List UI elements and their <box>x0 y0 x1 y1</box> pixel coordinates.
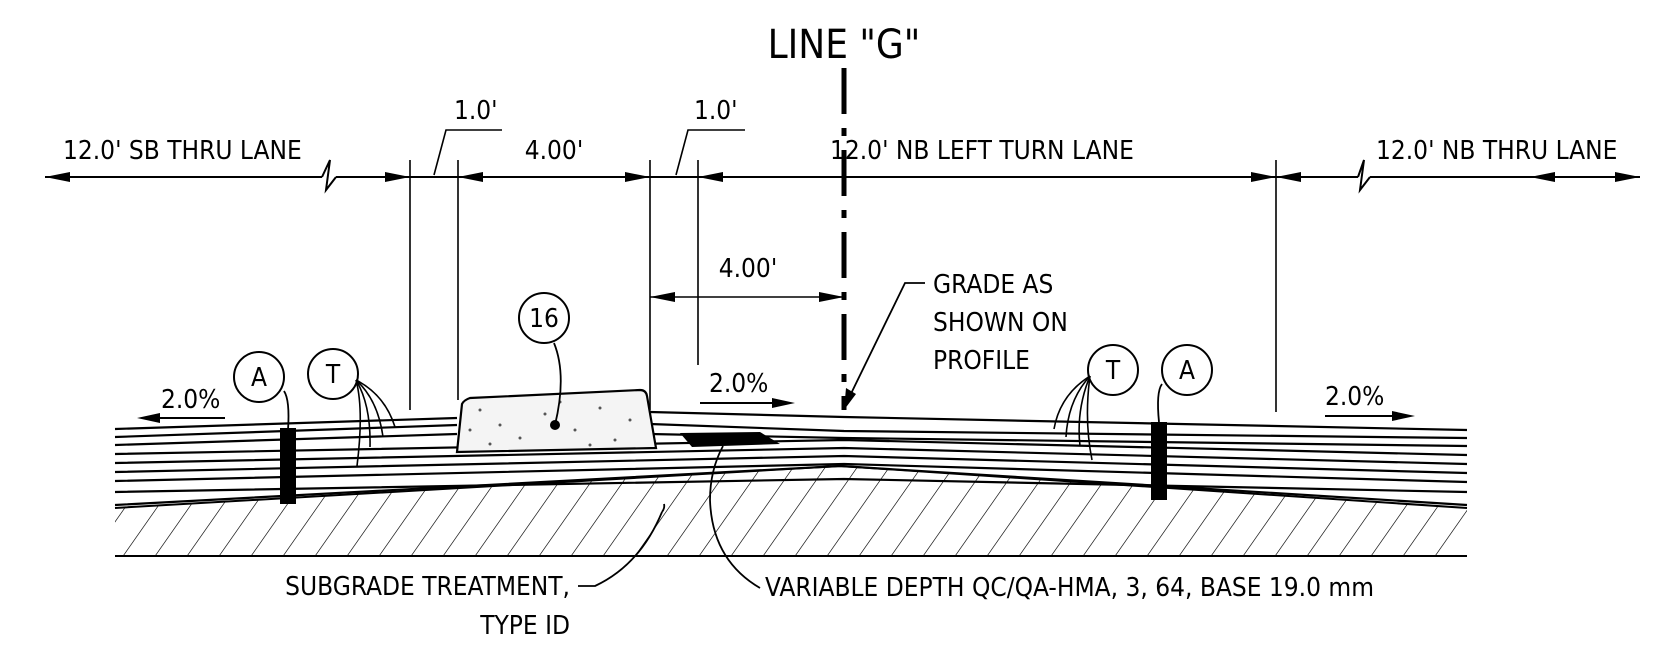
label-nb-thru-lane: 12.0' NB THRU LANE <box>1376 136 1617 166</box>
pavement-layers <box>114 410 1468 507</box>
callout-a-left-text: A <box>251 363 267 393</box>
slope-left-arrow <box>137 413 225 423</box>
grade-note: GRADE AS SHOWN ON PROFILE <box>843 270 1068 410</box>
variable-depth-text: VARIABLE DEPTH QC/QA-HMA, 3, 64, BASE 19… <box>765 573 1374 603</box>
callout-16-text: 16 <box>529 304 559 334</box>
variable-depth-note: VARIABLE DEPTH QC/QA-HMA, 3, 64, BASE 19… <box>709 445 1374 603</box>
callout-a-right-text: A <box>1179 356 1195 386</box>
callout-t-right: T <box>1053 344 1139 461</box>
subgrade-hatch <box>114 464 1468 557</box>
grade-note-line1: GRADE AS <box>933 270 1053 300</box>
joint-right <box>1151 422 1167 500</box>
subgrade-note-line1: SUBGRADE TREATMENT, <box>285 572 570 602</box>
slope-right-arrow <box>1325 411 1415 421</box>
slope-right: 2.0% <box>1325 382 1384 412</box>
slope-center: 2.0% <box>709 369 768 399</box>
section-title: LINE "G" <box>768 22 921 68</box>
label-sb-thru-lane: 12.0' SB THRU LANE <box>63 136 302 166</box>
callout-t-left-text: T <box>325 360 341 390</box>
dimension-arrowheads <box>45 172 1640 182</box>
extension-lines <box>409 160 1277 412</box>
slope-left: 2.0% <box>161 385 220 415</box>
offset-leaders <box>433 129 745 176</box>
grade-note-line2: SHOWN ON <box>933 308 1068 338</box>
slope-center-arrow <box>700 398 795 408</box>
subgrade-note-line2: TYPE ID <box>479 611 570 641</box>
callout-t-left: T <box>307 348 396 467</box>
callout-a-left: A <box>233 351 290 431</box>
joint-left <box>280 428 296 504</box>
callout-curb-item: 16 <box>518 292 570 426</box>
dim-offset-right: 1.0' <box>694 96 738 126</box>
callout-a-right: A <box>1157 344 1213 423</box>
hma-wedge <box>680 432 780 447</box>
dim-offset-left: 1.0' <box>454 96 498 126</box>
dim-median-to-centerline: 4.00' <box>719 254 778 284</box>
median-to-centerline-dimension <box>650 292 844 302</box>
lane-dimension-line <box>45 159 1640 194</box>
subgrade-note: SUBGRADE TREATMENT, TYPE ID <box>285 503 666 641</box>
dim-median-width: 4.00' <box>525 136 584 166</box>
label-nb-left-turn-lane: 12.0' NB LEFT TURN LANE <box>830 136 1134 166</box>
callout-t-right-text: T <box>1105 356 1121 386</box>
grade-note-line3: PROFILE <box>933 346 1030 376</box>
